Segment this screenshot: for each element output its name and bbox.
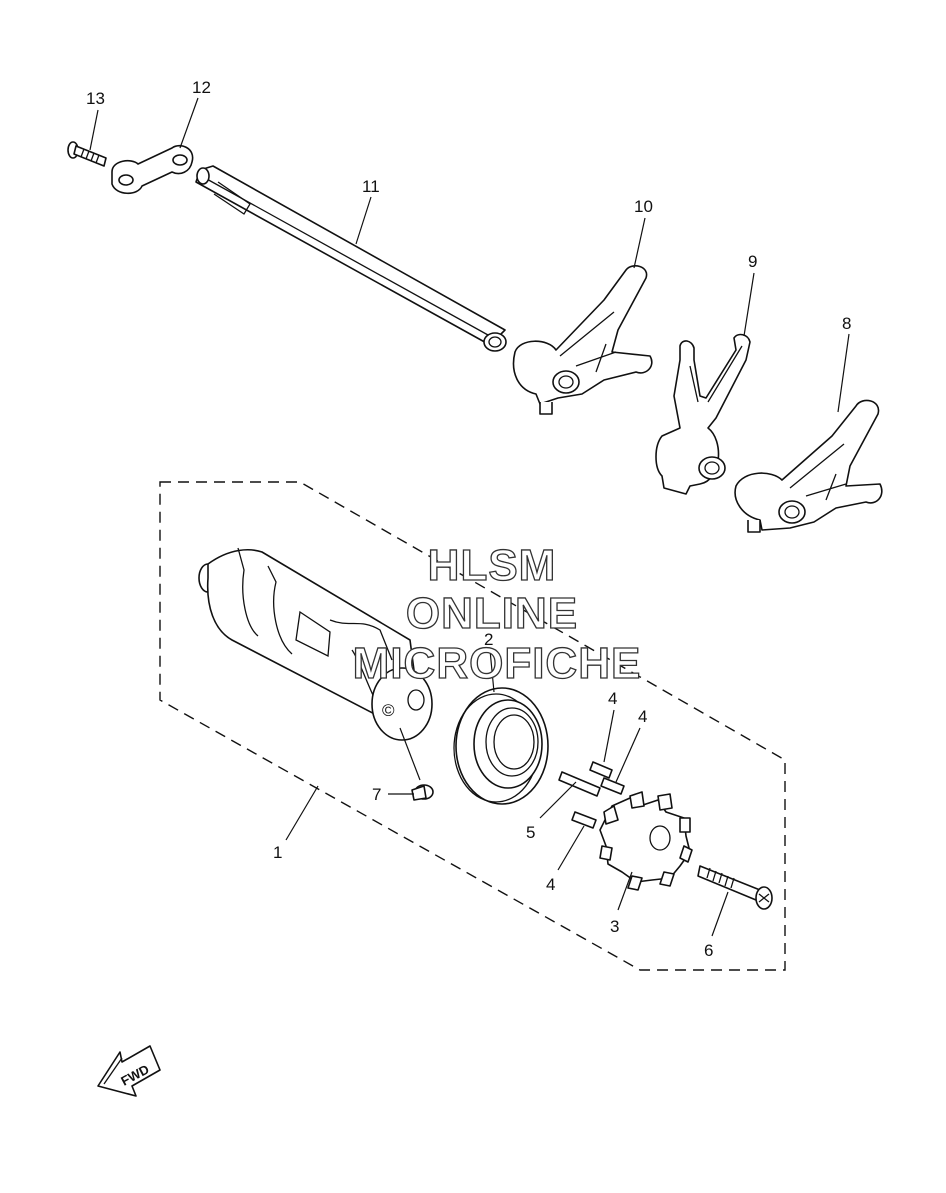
callout-5: 5 [526,823,535,842]
callout-10: 10 [634,197,653,216]
watermark-line-3: MICROFICHE [353,639,642,688]
callout-7: 7 [372,785,381,804]
callout-8: 8 [842,314,851,333]
part-8-shift-fork[interactable] [734,399,883,533]
callout-12: 12 [192,78,211,97]
callout-13: 13 [86,89,105,108]
part-1-shift-drum[interactable]: © [198,547,433,741]
part-7-screw[interactable] [411,784,434,801]
part-9-shift-fork[interactable] [655,333,751,495]
part-4-pin-b[interactable] [600,777,625,795]
part-2-bearing[interactable] [453,687,549,805]
callout-1: 1 [273,843,282,862]
callout-11: 11 [362,177,380,196]
callout-2: 2 [484,630,493,649]
callout-4-c: 4 [546,875,555,894]
part-12-stopper-plate[interactable] [111,144,194,195]
part-11-shift-fork-shaft[interactable] [195,165,507,352]
part-6-screw[interactable] [697,865,773,910]
callout-9: 9 [748,252,757,271]
part-4-pin-c[interactable] [571,811,597,829]
callout-3: 3 [610,917,619,936]
callout-6: 6 [704,941,713,960]
part-13-screw[interactable] [67,141,107,167]
part-10-shift-fork[interactable] [512,265,653,415]
part-5-pin[interactable] [558,771,601,797]
callout-4-b: 4 [638,707,647,726]
part-4-pin-a[interactable] [589,761,613,779]
fwd-arrow-icon: FWD [97,1045,161,1097]
callout-4-a: 4 [608,689,617,708]
watermark-line-2: ONLINE [406,589,578,638]
leader-lines [89,97,850,937]
svg-text:©: © [382,701,395,720]
part-3-segment[interactable] [599,791,693,891]
assembly-group-outline [159,481,786,971]
watermark-line-1: HLSM [428,541,557,590]
